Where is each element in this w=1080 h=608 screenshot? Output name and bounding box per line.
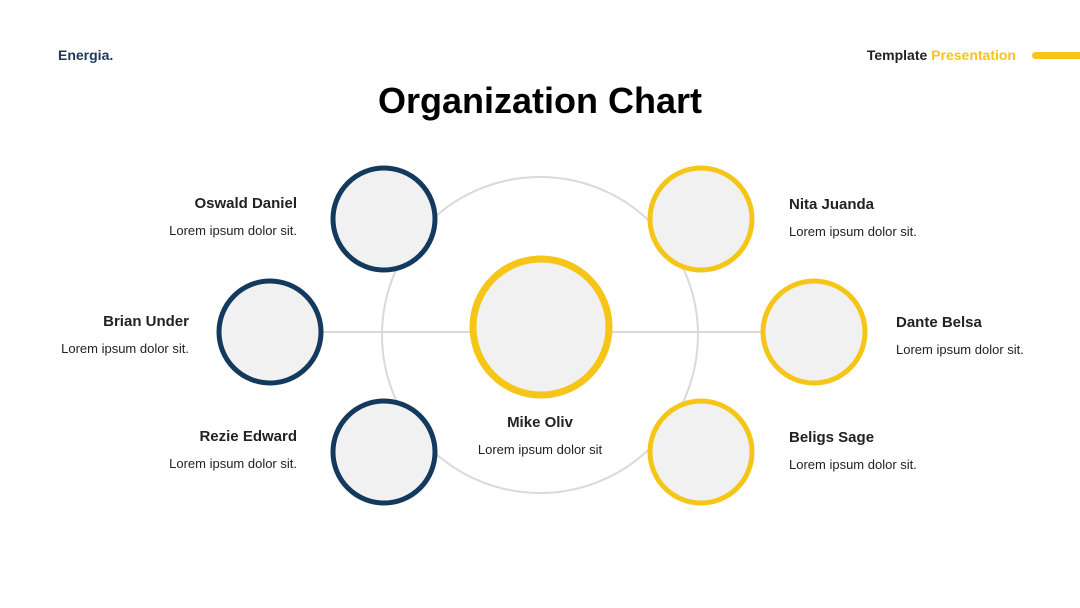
member-label-beligs-sage: Beligs Sage Lorem ipsum dolor sit. xyxy=(789,429,1029,473)
member-label-dante-belsa: Dante Belsa Lorem ipsum dolor sit. xyxy=(896,314,1066,358)
member-desc: Lorem ipsum dolor sit. xyxy=(169,223,297,238)
member-name: Nita Juanda xyxy=(789,196,875,213)
member-name: Oswald Daniel xyxy=(194,195,297,212)
node-oswald-daniel xyxy=(330,165,438,273)
member-label-nita-juanda: Nita Juanda Lorem ipsum dolor sit. xyxy=(789,196,1029,240)
header-template-text: Template xyxy=(866,47,928,63)
member-name: Brian Under xyxy=(103,313,189,330)
center-desc: Lorem ipsum dolor sit xyxy=(477,442,603,457)
node-rezie-edward xyxy=(330,398,438,506)
member-name: Beligs Sage xyxy=(789,429,875,446)
center-name: Mike Oliv xyxy=(507,414,573,431)
connector-ring xyxy=(381,176,699,494)
node-nita-juanda xyxy=(647,165,755,273)
node-beligs-sage xyxy=(647,398,755,506)
member-label-oswald-daniel: Oswald Daniel Lorem ipsum dolor sit. xyxy=(57,195,297,239)
member-desc: Lorem ipsum dolor sit. xyxy=(61,341,189,356)
page-title: Organization Chart xyxy=(377,80,703,121)
node-brian-under xyxy=(216,278,324,386)
member-label-brian-under: Brian Under Lorem ipsum dolor sit. xyxy=(0,313,189,357)
node-dante-belsa xyxy=(760,278,868,386)
node-mike-oliv xyxy=(469,255,613,399)
member-desc: Lorem ipsum dolor sit. xyxy=(169,456,297,471)
member-label-mike-oliv: Mike Oliv Lorem ipsum dolor sit xyxy=(420,414,660,458)
member-desc: Lorem ipsum dolor sit. xyxy=(896,342,1024,357)
member-name: Rezie Edward xyxy=(199,428,297,445)
member-desc: Lorem ipsum dolor sit. xyxy=(789,224,917,239)
member-name: Dante Belsa xyxy=(896,314,982,331)
header-presentation-text: Presentation xyxy=(931,47,1016,63)
brand-logo: Energia. xyxy=(58,47,114,63)
header-label: Template Presentation xyxy=(867,47,1016,63)
header-accent-bar xyxy=(1032,52,1080,59)
member-label-rezie-edward: Rezie Edward Lorem ipsum dolor sit. xyxy=(57,428,297,472)
member-desc: Lorem ipsum dolor sit. xyxy=(789,457,917,472)
